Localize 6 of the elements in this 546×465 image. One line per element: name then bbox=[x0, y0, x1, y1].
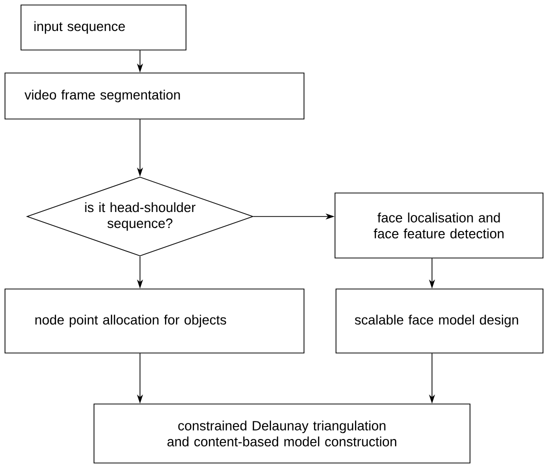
process-box: node point allocation for objects bbox=[4, 288, 304, 354]
process-box: input sequence bbox=[20, 4, 186, 50]
process-box: face localisation and face feature detection bbox=[334, 192, 544, 258]
process-box: video frame segmentation bbox=[4, 72, 304, 120]
process-box: constrained Delaunay triangulation and content-based model construction bbox=[94, 404, 470, 464]
process-box: scalable face model design bbox=[336, 288, 544, 354]
